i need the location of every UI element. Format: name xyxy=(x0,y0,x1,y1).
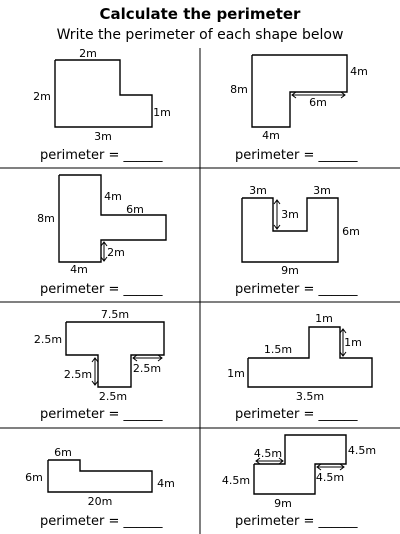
shape-7-outline xyxy=(47,459,153,493)
worksheet-instructions: Write the perimeter of each shape below xyxy=(56,27,344,43)
shape-8-perimeter: perimeter = ______ xyxy=(235,514,358,529)
shape-4-perimeter: perimeter = ______ xyxy=(235,282,358,297)
shape-7-label-top: 6m xyxy=(54,446,72,459)
shape-3-label-step: 4m xyxy=(104,190,122,203)
shape-3: 4m 6m 8m 2m 4m perimeter = ______ xyxy=(37,174,167,297)
shape-7: 6m 6m 4m 20m perimeter = ______ xyxy=(25,446,175,529)
shape-1-label-top: 2m xyxy=(79,47,97,60)
shape-6-label-top: 1m xyxy=(315,312,333,325)
shape-4-label-right: 6m xyxy=(342,225,360,238)
shape-3-label-left: 8m xyxy=(37,212,55,225)
worksheet-title: Calculate the perimeter xyxy=(99,5,301,23)
shape-8: 4.5m 4.5m 4.5m 4.5m 9m perimeter = _____… xyxy=(222,434,376,529)
shape-5: 7.5m 2.5m 2.5m 2.5m 2.5m perimeter = ___… xyxy=(34,308,165,422)
shape-6-outline xyxy=(247,326,373,388)
shape-6-label-left: 1m xyxy=(227,367,245,380)
shape-5-label-stem: 2.5m xyxy=(64,368,92,381)
shape-6-label-bottom: 3.5m xyxy=(296,390,324,403)
shape-4-outline xyxy=(241,197,339,263)
shape-3-perimeter: perimeter = ______ xyxy=(40,282,163,297)
shape-2-outline xyxy=(251,54,348,128)
shape-2-label-left: 8m xyxy=(230,83,248,96)
shape-5-label-bottom: 2.5m xyxy=(99,390,127,403)
shape-8-label-left: 4.5m xyxy=(222,474,250,487)
shape-1-outline xyxy=(54,59,153,128)
shape-2-label-inner: 6m xyxy=(309,96,327,109)
shape-6-perimeter: perimeter = ______ xyxy=(235,407,358,422)
shape-3-label-arm: 6m xyxy=(126,203,144,216)
shape-4-label-top-right: 3m xyxy=(313,184,331,197)
shape-2-label-bottom: 4m xyxy=(262,129,280,142)
shape-3-label-bottom: 4m xyxy=(70,263,88,276)
shape-8-label-bottom: 9m xyxy=(274,497,292,510)
shape-7-perimeter: perimeter = ______ xyxy=(40,514,163,529)
shape-6: 1m 1.5m 1m 1m 3.5m perimeter = ______ xyxy=(227,312,373,422)
shape-5-label-shoulder: 2.5m xyxy=(133,362,161,375)
shape-6-label-ledge: 1.5m xyxy=(264,343,292,356)
shape-7-label-left: 6m xyxy=(25,471,43,484)
shape-2-label-right: 4m xyxy=(350,65,368,78)
shape-3-label-inner: 2m xyxy=(107,246,125,259)
shape-4: 3m 3m 3m 6m 9m perimeter = ______ xyxy=(235,184,360,297)
shape-1-label-left: 2m xyxy=(33,90,51,103)
shape-1-label-right: 1m xyxy=(153,106,171,119)
shape-6-label-riser: 1m xyxy=(344,336,362,349)
shape-8-label-step: 4.5m xyxy=(254,447,282,460)
shape-1-label-bottom: 3m xyxy=(94,130,112,143)
shape-5-label-top: 7.5m xyxy=(101,308,129,321)
shape-2: 8m 4m 6m 4m perimeter = ______ xyxy=(230,54,368,163)
shape-3-outline xyxy=(58,174,167,263)
shape-4-label-top-left: 3m xyxy=(249,184,267,197)
shape-5-label-left: 2.5m xyxy=(34,333,62,346)
shape-7-label-bottom: 20m xyxy=(88,495,113,508)
shape-1: 2m 2m 1m 3m perimeter = ______ xyxy=(33,47,171,163)
shape-5-outline xyxy=(65,321,165,388)
shape-4-label-bottom: 9m xyxy=(281,264,299,277)
shape-7-label-right: 4m xyxy=(157,477,175,490)
shape-1-perimeter: perimeter = ______ xyxy=(40,148,163,163)
shape-4-label-notch: 3m xyxy=(281,208,299,221)
shape-5-perimeter: perimeter = ______ xyxy=(40,407,163,422)
shape-8-label-inner: 4.5m xyxy=(316,471,344,484)
shape-8-outline xyxy=(253,434,347,495)
shape-8-label-right: 4.5m xyxy=(348,444,376,457)
shape-2-perimeter: perimeter = ______ xyxy=(235,148,358,163)
